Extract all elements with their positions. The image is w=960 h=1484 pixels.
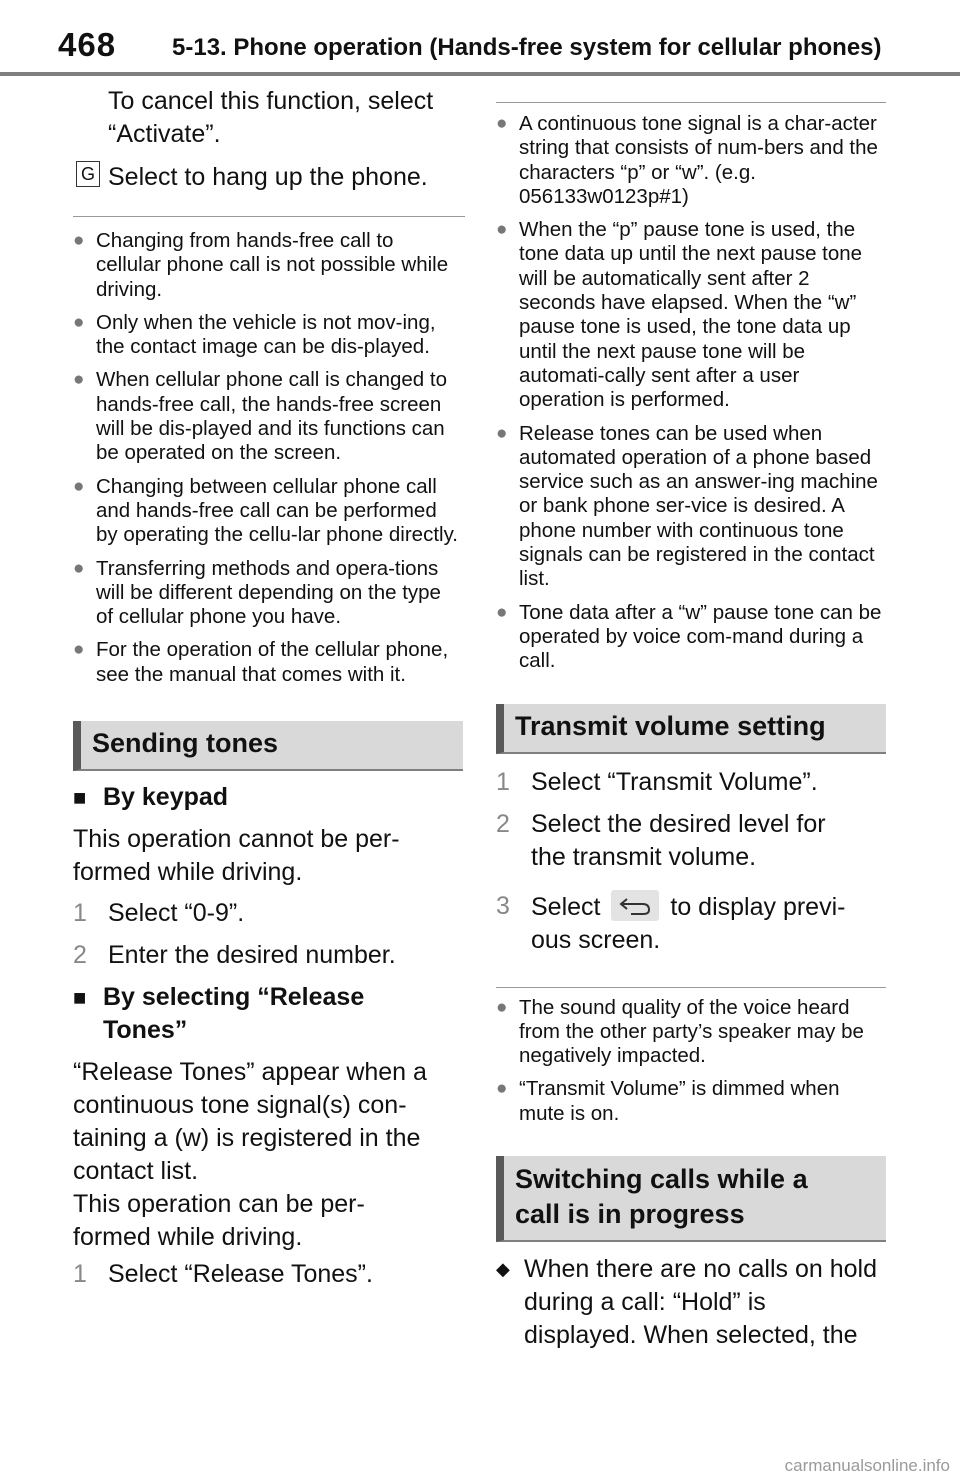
switching-item: ◆ When there are no calls on hold during…: [496, 1255, 877, 1350]
note-divider: [73, 216, 465, 217]
bullet-icon: ●: [496, 1078, 508, 1100]
note-item: ●Changing between cellular phone call an…: [73, 474, 458, 547]
keypad-text: This operation cannot be per-formed whil…: [73, 825, 400, 887]
bullet-icon: ●: [73, 230, 85, 251]
by-keypad-heading: ■ By keypad: [73, 781, 465, 814]
page-header: 468 5-13. Phone operation (Hands-free sy…: [0, 0, 960, 80]
g-item: G Select to hang up the phone.: [73, 161, 465, 194]
bullet-icon: ●: [73, 311, 85, 333]
g-item-text: Select to hang up the phone.: [108, 163, 428, 191]
note-item: ●Changing from hands-free call to cellul…: [73, 229, 449, 301]
release-text-1: “Release Tones” appear when a continuous…: [73, 1058, 427, 1186]
note-item: ●Transferring methods and opera-tions wi…: [73, 556, 441, 629]
right-column: ●A continuous tone signal is a char-acte…: [496, 82, 886, 1352]
bullet-icon: ●: [73, 557, 85, 579]
transmit-note-list: ●The sound quality of the voice heard fr…: [496, 996, 866, 1126]
right-note-list: ●A continuous tone signal is a char-acte…: [496, 112, 886, 674]
left-note-list: ●Changing from hands-free call to cellul…: [73, 229, 458, 687]
switching-calls-heading: Switching calls while a call is in progr…: [496, 1156, 886, 1243]
transmit-volume-heading: Transmit volume setting: [496, 703, 886, 754]
note-item: ●“Transmit Volume” is dimmed when mute i…: [496, 1077, 840, 1125]
note-divider: [496, 102, 886, 103]
note-item: ●A continuous tone signal is a char-acte…: [496, 112, 878, 208]
bullet-icon: ●: [496, 601, 508, 623]
cancel-instruction: To cancel this function, select “Activat…: [108, 87, 434, 148]
note-item: ●When cellular phone call is changed to …: [73, 368, 447, 465]
watermark: carmanualsonline.info: [784, 1456, 950, 1475]
note-item: ●For the operation of the cellular phone…: [73, 638, 449, 686]
header-divider: [0, 72, 960, 76]
sending-tones-heading: Sending tones: [73, 721, 463, 772]
bullet-icon: ●: [73, 639, 85, 661]
callout-g-label: G: [76, 161, 100, 187]
release-text-2: This operation can be per-formed while d…: [73, 1190, 365, 1252]
bullet-icon: ●: [496, 996, 508, 1018]
bullet-icon: ●: [73, 475, 85, 497]
note-item: ●When the “p” pause tone is used, the to…: [496, 218, 863, 412]
back-arrow-icon: [611, 889, 660, 921]
square-bullet-icon: ■: [73, 985, 87, 1011]
bullet-icon: ●: [496, 422, 508, 444]
square-bullet-icon: ■: [73, 785, 87, 811]
left-column: To cancel this function, select “Activat…: [73, 82, 465, 1291]
bullet-icon: ●: [496, 219, 508, 241]
section-title: 5-13. Phone operation (Hands-free system…: [172, 34, 882, 61]
bullet-icon: ●: [73, 369, 85, 391]
note-divider: [496, 986, 886, 988]
note-item: ●The sound quality of the voice heard fr…: [496, 995, 864, 1068]
note-item: ●Only when the vehicle is not mov-ing, t…: [73, 310, 436, 359]
page-number: 468: [58, 26, 117, 63]
note-item: ●Tone data after a “w” pause tone can be…: [496, 600, 882, 673]
release-tones-heading: ■ By selecting “Release Tones”: [73, 983, 365, 1045]
note-item: ●Release tones can be used when automate…: [496, 421, 878, 591]
bullet-icon: ●: [496, 113, 508, 134]
diamond-bullet-icon: ◆: [496, 1259, 510, 1280]
